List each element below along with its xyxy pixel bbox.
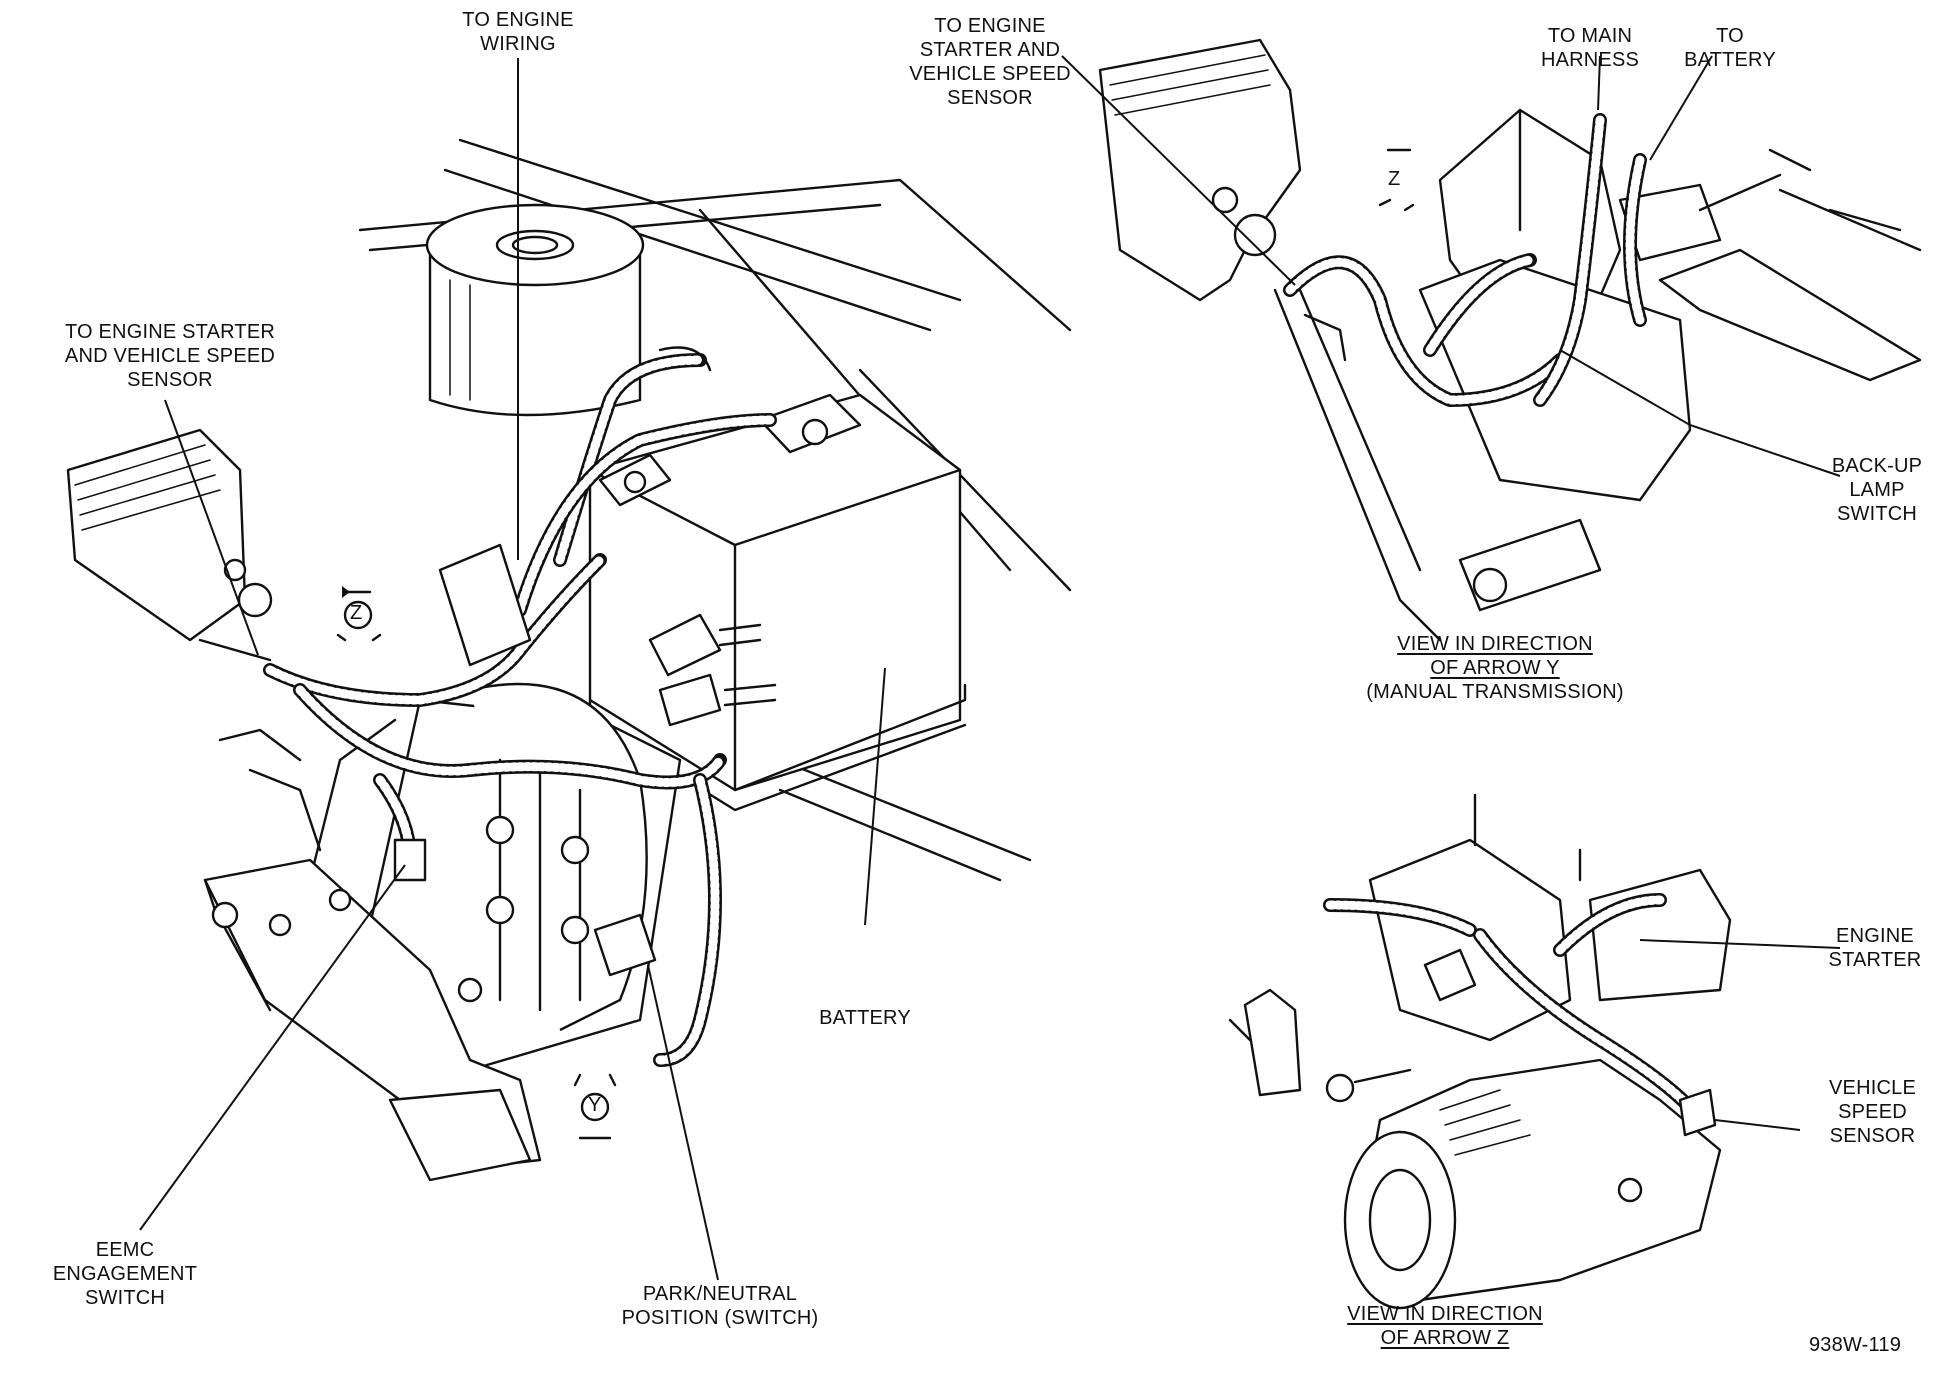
label-line: SWITCH [1836,503,1918,525]
label-line: SENSOR [1829,1125,1916,1147]
label-vehicle-speed-sensor: VEHICLE SPEED SENSOR [1815,1076,1930,1148]
caption-line: VIEW IN DIRECTION [1347,1303,1543,1325]
label-line: STARTER AND [919,39,1061,61]
label-to-battery: TO BATTERY [1675,24,1785,72]
caption-view-arrow-z: VIEW IN DIRECTION OF ARROW Z [1330,1302,1560,1350]
label-line: SENSOR [127,369,213,391]
caption-line: OF ARROW Z [1380,1327,1510,1349]
label-line: SWITCH [84,1287,166,1309]
label-engine-starter: ENGINE STARTER [1820,924,1930,972]
label-line: WIRING [480,33,556,55]
label-line: POSITION (SWITCH) [621,1307,819,1329]
caption-line: OF ARROW Y [1430,657,1560,679]
label-eemc-engagement-switch: EEMC ENGAGEMENT SWITCH [40,1238,210,1310]
label-to-engine-wiring: TO ENGINE WIRING [430,8,606,56]
label-line: TO ENGINE STARTER [64,321,276,343]
figure-id: 938W-119 [1808,1334,1902,1356]
caption-line: VIEW IN DIRECTION [1397,633,1593,655]
label-line: TO ENGINE [934,15,1046,37]
label-line: BATTERY [819,1007,911,1029]
label-backup-lamp-switch: BACK-UP LAMP SWITCH [1825,454,1929,526]
callout-arrow-y: Y [588,1094,602,1116]
caption-view-arrow-y: VIEW IN DIRECTION OF ARROW Y (MANUAL TRA… [1360,632,1630,704]
label-line: TO ENGINE [462,9,574,31]
arrow-z-main [336,586,382,642]
label-line: VEHICLE [1829,1077,1916,1099]
inset-view-y [1061,38,1922,642]
label-line: ENGAGEMENT [52,1263,198,1285]
caption-line: (MANUAL TRANSMISSION) [1366,681,1624,703]
label-line: BACK-UP [1831,455,1923,477]
label-line: SENSOR [947,87,1033,109]
label-line: PARK/NEUTRAL [642,1283,798,1305]
label-park-neutral-switch: PARK/NEUTRAL POSITION (SWITCH) [605,1282,835,1330]
label-line: AND VEHICLE SPEED [64,345,276,367]
label-to-engine-starter-inset: TO ENGINE STARTER AND VEHICLE SPEED SENS… [905,14,1075,110]
callout-arrow-z: Z [350,602,363,624]
label-to-main-harness: TO MAIN HARNESS [1515,24,1665,72]
label-line: HARNESS [1540,49,1640,71]
label-line: TO MAIN [1547,25,1633,47]
label-line: TO [1716,25,1744,47]
label-line: ENGINE [1836,925,1914,947]
label-line: SPEED [1838,1101,1907,1123]
inset-view-z [1228,793,1841,1310]
label-to-engine-starter-main: TO ENGINE STARTER AND VEHICLE SPEED SENS… [50,320,290,392]
label-line: LAMP [1849,479,1905,501]
main-view [66,58,1072,1281]
arrow-z-inset [1378,148,1415,212]
label-line: BATTERY [1684,49,1776,71]
label-line: VEHICLE SPEED [909,63,1071,85]
label-battery: BATTERY [790,1006,940,1030]
arrow-y-main [573,1073,617,1140]
callout-arrow-z-inset: Z [1388,168,1401,190]
label-line: STARTER [1828,949,1922,971]
label-line: EEMC [95,1239,155,1261]
